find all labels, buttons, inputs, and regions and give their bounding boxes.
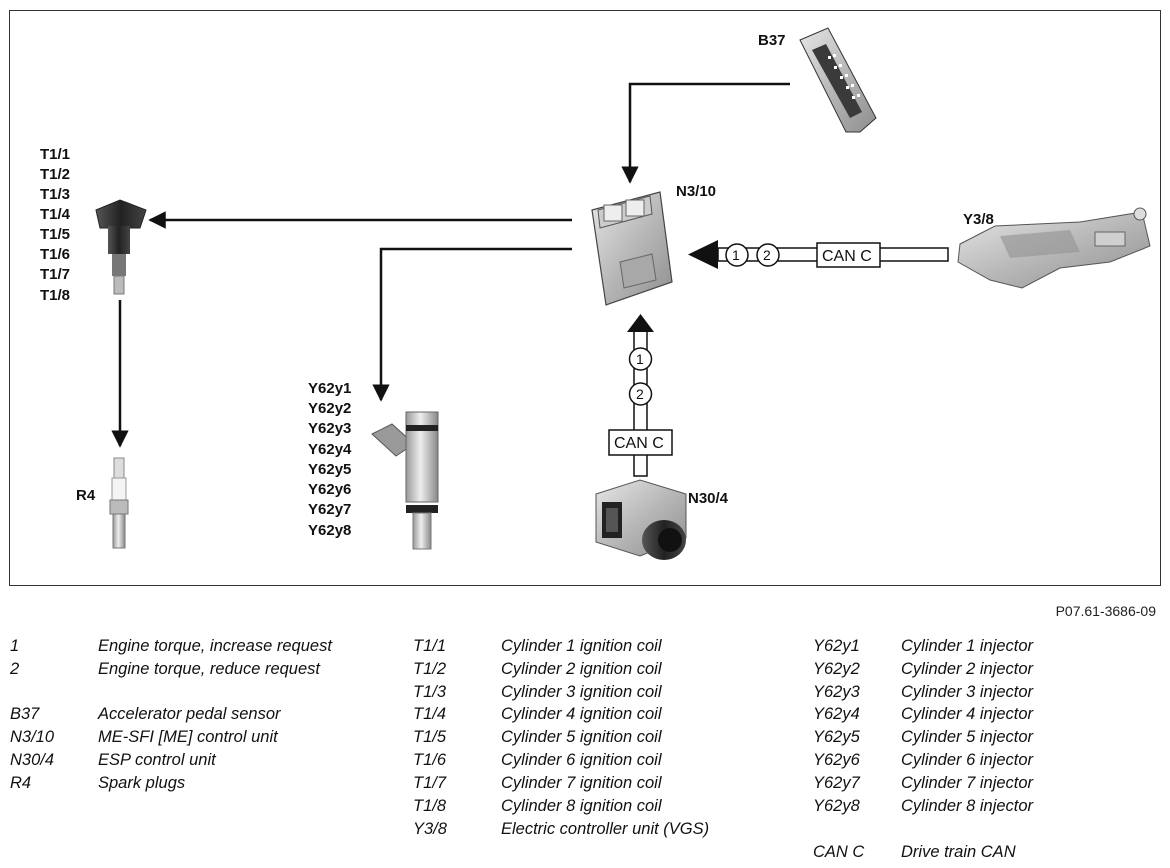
esp-unit-icon [595, 479, 687, 560]
label-r4: R4 [76, 487, 96, 504]
legend-desc: ESP control unit [98, 751, 216, 769]
legend-desc: Cylinder 8 ignition coil [501, 797, 662, 815]
legend-desc: Cylinder 8 injector [901, 797, 1034, 815]
label-injector: Y62y6 [308, 481, 351, 498]
label-injector: Y62y4 [308, 441, 352, 458]
signal-2-label-right: 2 [763, 247, 771, 263]
legend-code: Y62y2 [813, 660, 860, 678]
label-coil: T1/1 [40, 146, 70, 163]
legend-desc: Cylinder 7 ignition coil [501, 774, 662, 792]
label-coil: T1/7 [40, 266, 70, 283]
label-coil: T1/2 [40, 166, 70, 183]
legend-desc: Cylinder 6 injector [901, 751, 1034, 769]
label-injector: Y62y5 [308, 461, 351, 478]
label-coil: T1/8 [40, 287, 70, 304]
accelerator-pedal-icon [799, 27, 877, 133]
line-n3-10-to-injectors [372, 247, 572, 402]
label-injector: Y62y8 [308, 522, 351, 539]
transmission-controller-icon [957, 207, 1151, 289]
legend-code: T1/6 [413, 751, 447, 769]
label-injector: Y62y7 [308, 501, 351, 518]
legend-desc: Drive train CAN [901, 843, 1016, 861]
label-coil: T1/6 [40, 246, 70, 263]
label-injector: Y62y3 [308, 420, 351, 437]
legend-code: T1/7 [413, 774, 447, 792]
legend-desc: Cylinder 1 injector [901, 637, 1034, 655]
can-c-label-right: CAN C [822, 248, 872, 265]
legend-desc: ME-SFI [ME] control unit [98, 728, 278, 746]
legend-code: Y62y3 [813, 683, 860, 701]
legend-desc: Cylinder 6 ignition coil [501, 751, 662, 769]
label-coil: T1/4 [40, 206, 71, 223]
signal-1-label-right: 1 [732, 247, 740, 263]
legend-code: Y62y5 [813, 728, 860, 746]
legend-code: Y62y8 [813, 797, 860, 815]
legend-desc: Engine torque, increase request [98, 637, 332, 655]
legend-desc: Cylinder 1 ignition coil [501, 637, 662, 655]
can-c-label-bottom: CAN C [614, 435, 664, 452]
injector-labels: Y62y1 Y62y2 Y62y3 Y62y4 Y62y5 Y62y6 Y62y… [308, 380, 352, 539]
ignition-coil-icon [95, 199, 147, 295]
legend-code: T1/3 [413, 683, 447, 701]
can-bus-y3-8: CAN C 1 2 [688, 240, 949, 269]
legend-code: Y62y7 [813, 774, 860, 792]
legend-column-1: 1 Engine torque, increase request 2 Engine… [10, 637, 390, 817]
legend-code: B37 [10, 705, 40, 723]
diagram-frame [9, 10, 1161, 586]
legend-code: R4 [10, 774, 32, 792]
legend-code: T1/4 [413, 705, 447, 723]
label-injector: Y62y2 [308, 400, 351, 417]
legend-code: Y62y4 [813, 705, 860, 723]
legend-desc: Cylinder 4 ignition coil [501, 705, 662, 723]
signal-lines [111, 82, 790, 448]
can-arrow-up [627, 314, 654, 332]
legend-code: Y62y6 [813, 751, 860, 769]
legend-desc: Cylinder 3 ignition coil [501, 683, 662, 701]
label-n3-10: N3/10 [676, 183, 716, 200]
legend-desc: Electric controller unit (VGS) [501, 820, 710, 838]
legend-desc: Spark plugs [98, 774, 186, 792]
label-injector: Y62y1 [308, 380, 351, 397]
legend-desc: Engine torque, reduce request [98, 660, 320, 678]
spark-plug-icon [109, 457, 129, 549]
legend-column-3: Y62y1 Cylinder 1 injector Y62y2 Cylinder 2… [813, 637, 1163, 865]
legend-code: 1 [10, 637, 20, 655]
legend-code: T1/2 [413, 660, 447, 678]
legend-desc: Cylinder 2 ignition coil [501, 660, 662, 678]
legend-desc: Cylinder 7 injector [901, 774, 1034, 792]
label-n30-4: N30/4 [688, 490, 729, 507]
legend-desc: Cylinder 2 injector [901, 660, 1034, 678]
legend-desc: Cylinder 4 injector [901, 705, 1034, 723]
legend-code: Y62y1 [813, 637, 860, 655]
legend-desc: Cylinder 5 injector [901, 728, 1034, 746]
label-y3-8: Y3/8 [963, 211, 994, 228]
figure-id: P07.61-3686-09 [1055, 603, 1156, 619]
legend-code: CAN C [813, 843, 865, 861]
legend-desc: Cylinder 5 ignition coil [501, 728, 662, 746]
label-b37: B37 [758, 32, 786, 49]
can-arrow-left [688, 240, 718, 269]
legend-code: T1/5 [413, 728, 447, 746]
legend-code: T1/8 [413, 797, 447, 815]
signal-1-label-bottom: 1 [636, 351, 644, 367]
legend-code: T1/1 [413, 637, 447, 655]
can-c-box-bottom [608, 429, 673, 456]
legend-code: N30/4 [10, 751, 55, 769]
signal-2-label-bottom: 2 [636, 386, 644, 402]
legend-desc: Accelerator pedal sensor [98, 705, 281, 723]
can-bus-n30-4: 1 2 CAN C [608, 314, 673, 477]
can-c-box-right [816, 242, 881, 268]
label-coil: T1/3 [40, 186, 70, 203]
ignition-coil-labels: T1/1 T1/2 T1/3 T1/4 T1/5 T1/6 T1/7 T1/8 [40, 146, 71, 304]
control-unit-icon [591, 191, 673, 306]
system-diagram: CAN C 1 2 1 2 CAN C B37 N3/1 [9, 10, 1161, 586]
legend-desc: Cylinder 3 injector [901, 683, 1034, 701]
legend-code: 2 [10, 660, 20, 678]
label-coil: T1/5 [40, 226, 70, 243]
legend-code: N3/10 [10, 728, 55, 746]
legend-code: Y3/8 [413, 820, 447, 838]
line-b37-to-n3-10 [621, 82, 790, 184]
fuel-injector-icon [371, 411, 439, 550]
